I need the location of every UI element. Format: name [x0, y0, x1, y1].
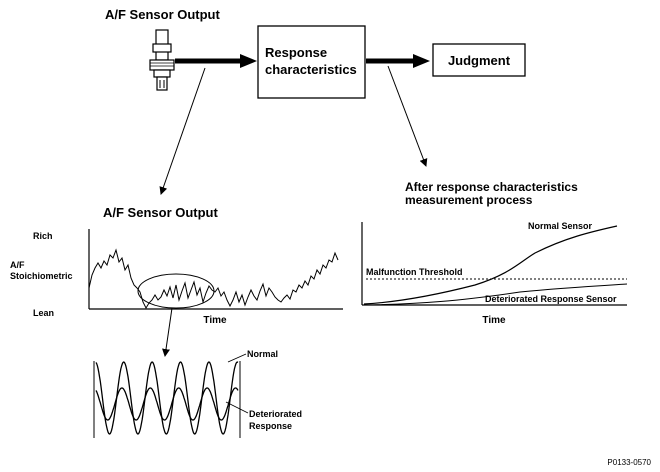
normal-sensor-curve	[363, 225, 618, 305]
zoom-ellipse	[137, 273, 215, 309]
af-chart-title: A/F Sensor Output	[103, 205, 219, 220]
deteriorated-sensor-curve	[363, 283, 628, 306]
judgment-box	[432, 43, 526, 77]
zoom-deteriorated-line1: Deteriorated	[249, 409, 302, 419]
sensor-output-title: A/F Sensor Output	[105, 7, 221, 22]
response-chart-title-line2: measurement process	[405, 193, 533, 207]
arrow-to-response-chart	[387, 65, 428, 167]
arrow-to-response	[175, 54, 257, 68]
zoom-box-edges	[93, 361, 241, 438]
response-box-line1: Response	[265, 45, 327, 60]
tick-lean: Lean	[33, 308, 54, 318]
tick-af: A/F	[10, 260, 25, 270]
zoom-deteriorated-wave	[95, 387, 239, 421]
response-characteristics-box	[257, 25, 366, 99]
figure-code: P0133-0570	[607, 458, 651, 467]
zoom-normal-label: Normal	[247, 349, 278, 359]
normal-callout-line	[227, 353, 247, 363]
af-signal-line	[88, 248, 339, 310]
zoom-deteriorated-line2: Response	[249, 421, 292, 431]
deteriorated-callout-line	[225, 401, 249, 414]
tick-rich: Rich	[33, 231, 53, 241]
deteriorated-sensor-label: Deteriorated Response Sensor	[485, 294, 617, 304]
af-sensor-icon	[149, 29, 175, 91]
arrow-to-judgment	[366, 54, 430, 68]
tick-stoichiometric: Stoichiometric	[10, 271, 73, 281]
zoom-normal-wave	[95, 361, 239, 435]
malfunction-threshold-label: Malfunction Threshold	[366, 267, 463, 277]
arrow-to-zoom	[162, 307, 173, 357]
response-chart-x-label: Time	[482, 315, 506, 326]
normal-sensor-label: Normal Sensor	[528, 221, 593, 231]
af-chart-x-label: Time	[203, 315, 227, 326]
judgment-label: Judgment	[448, 53, 511, 68]
response-box-line2: characteristics	[265, 62, 357, 77]
response-chart-title-line1: After response characteristics	[405, 180, 578, 194]
arrow-to-af-chart	[159, 67, 206, 195]
